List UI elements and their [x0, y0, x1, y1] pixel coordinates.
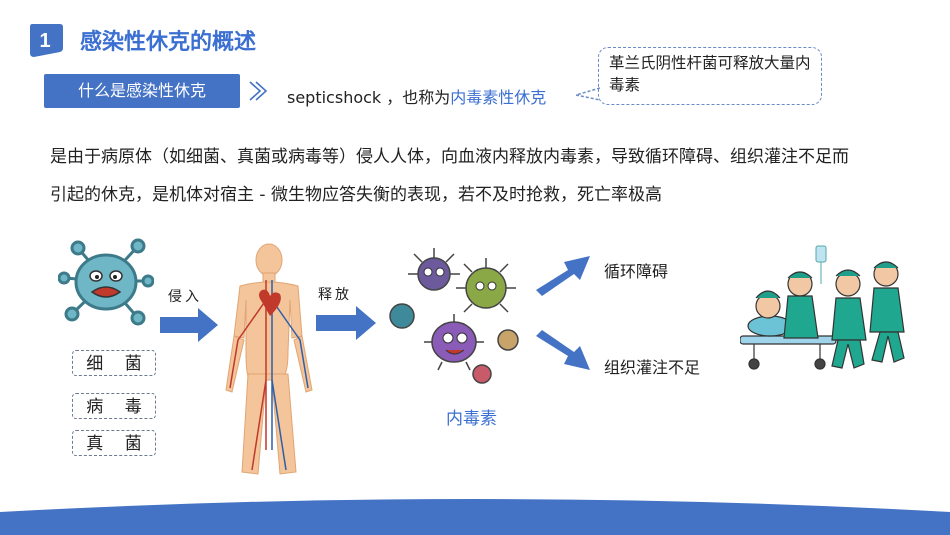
- callout-note: 革兰氏阴性杆菌可释放大量内毒素: [598, 47, 822, 105]
- arrow-right-icon: [160, 308, 218, 342]
- pathogen-fungus: 真 菌: [72, 430, 156, 456]
- arrow-down-right-icon: [536, 330, 590, 370]
- question-banner: 什么是感染性休克: [44, 74, 240, 108]
- section-number: 1: [39, 30, 50, 52]
- virus-illustration: [58, 238, 154, 326]
- arrow-up-right-icon: [536, 256, 590, 296]
- arrow-right-icon: [316, 306, 376, 340]
- toxin-bacteria-illustration: [389, 248, 519, 384]
- description-paragraph: 是由于病原体（如细菌、真菌或病毒等）侵人人体，向血液内释放内毒素，导致循环障碍、…: [50, 147, 849, 205]
- emergency-rescue-illustration: [740, 245, 905, 370]
- human-body-illustration: [225, 243, 313, 475]
- section-number-badge: 1: [30, 24, 63, 57]
- step-invade-label: 侵入: [168, 289, 202, 305]
- pathogen-virus: 病 毒: [72, 393, 156, 419]
- step-release-label: 释放: [318, 287, 352, 303]
- answer-highlight: 内毒素性休克: [450, 88, 547, 107]
- page-title: 感染性休克的概述: [80, 30, 257, 55]
- answer-prefix: septicshock ，也称为: [287, 88, 451, 107]
- definition-answer: septicshock ，也称为内毒素性休克: [287, 84, 546, 108]
- outcome-circulation: 循环障碍: [604, 262, 669, 281]
- pathogen-bacteria: 细 菌: [72, 350, 156, 376]
- callout-pointer: [575, 87, 601, 101]
- toxin-label: 内毒素: [446, 409, 497, 429]
- outcome-perfusion: 组织灌注不足: [604, 358, 701, 377]
- chevron-right-icon: [249, 81, 268, 101]
- footer-wave-decoration: [0, 499, 950, 535]
